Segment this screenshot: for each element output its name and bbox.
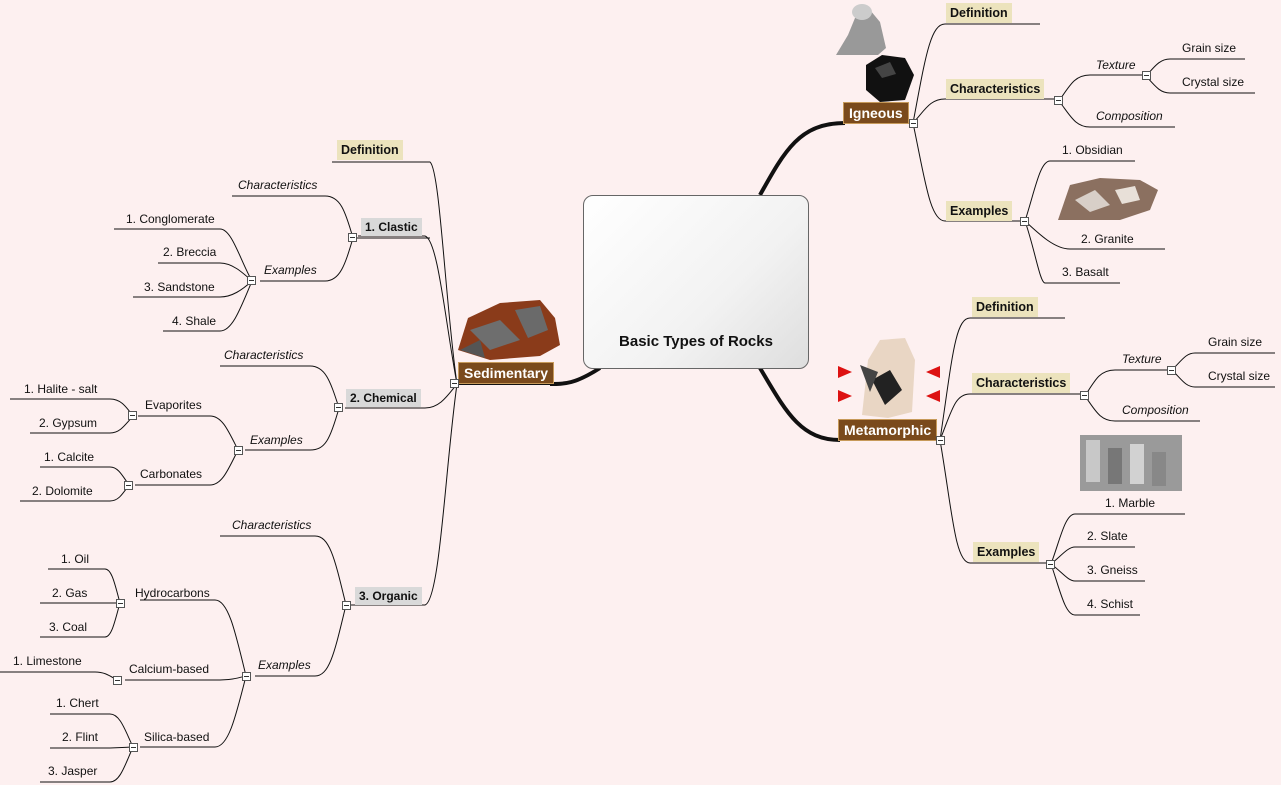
obsidian-granite-image [1058,178,1158,220]
metamorphic-definition[interactable]: Definition [972,297,1038,317]
example-oil[interactable]: 1. Oil [61,552,90,566]
carbonates-toggle[interactable] [124,481,133,490]
igneous-crystal-size[interactable]: Crystal size [1182,75,1245,89]
example-limestone[interactable]: 1. Limestone [13,654,82,668]
chemical-topic[interactable]: 2. Chemical [346,389,421,407]
organic-examples-toggle[interactable] [242,672,251,681]
metamorphic-characteristics-toggle[interactable] [1080,391,1089,400]
sedimentary-definition[interactable]: Definition [337,140,403,160]
example-gypsum[interactable]: 2. Gypsum [39,416,98,430]
example-schist[interactable]: 4. Schist [1087,597,1134,611]
igneous-characteristics-toggle[interactable] [1054,96,1063,105]
silica-based-topic[interactable]: Silica-based [144,730,210,744]
example-flint[interactable]: 2. Flint [62,730,99,744]
evaporites-topic[interactable]: Evaporites [145,398,202,412]
metamorphic-crystal-size[interactable]: Crystal size [1208,369,1271,383]
example-granite[interactable]: 2. Granite [1081,232,1134,246]
metamorphic-composition[interactable]: Composition [1122,403,1189,417]
metamorphic-texture-toggle[interactable] [1167,366,1176,375]
carbonates-topic[interactable]: Carbonates [140,467,203,481]
igneous-definition[interactable]: Definition [946,3,1012,23]
clastic-characteristics[interactable]: Characteristics [238,178,318,192]
example-jasper[interactable]: 3. Jasper [48,764,98,778]
igneous-texture-toggle[interactable] [1142,71,1151,80]
organic-characteristics[interactable]: Characteristics [232,518,312,532]
chemical-collapse-toggle[interactable] [334,403,343,412]
central-topic[interactable]: Basic Types of Rocks [583,195,809,369]
metamorphic-collapse-toggle[interactable] [936,436,945,445]
igneous-examples[interactable]: Examples [946,201,1013,221]
example-coal[interactable]: 3. Coal [49,620,88,634]
sedimentary-rock-image [458,300,560,360]
calcium-based-topic[interactable]: Calcium-based [129,662,210,676]
example-gas[interactable]: 2. Gas [52,586,88,600]
igneous-texture[interactable]: Texture [1096,58,1136,72]
evaporites-toggle[interactable] [128,411,137,420]
igneous-characteristics[interactable]: Characteristics [946,79,1045,99]
example-obsidian[interactable]: 1. Obsidian [1062,143,1123,157]
clastic-examples-toggle[interactable] [247,276,256,285]
example-marble[interactable]: 1. Marble [1105,496,1156,510]
organic-topic[interactable]: 3. Organic [355,587,422,605]
metamorphic-texture[interactable]: Texture [1122,352,1162,366]
example-shale[interactable]: 4. Shale [172,314,217,328]
sedimentary-collapse-toggle[interactable] [450,379,459,388]
organic-examples[interactable]: Examples [258,658,311,672]
metamorphic-examples-toggle[interactable] [1046,560,1055,569]
marble-image [1080,435,1182,491]
chemical-examples[interactable]: Examples [250,433,303,447]
example-chert[interactable]: 1. Chert [56,696,99,710]
igneous-examples-toggle[interactable] [1020,217,1029,226]
metamorphic-grain-size[interactable]: Grain size [1208,335,1263,349]
igneous-rock-image [836,4,914,102]
example-basalt[interactable]: 3. Basalt [1062,265,1109,279]
example-halite[interactable]: 1. Halite - salt [24,382,98,396]
metamorphic-topic[interactable]: Metamorphic [838,419,938,441]
example-slate[interactable]: 2. Slate [1087,529,1128,543]
example-calcite[interactable]: 1. Calcite [44,450,95,464]
example-breccia[interactable]: 2. Breccia [163,245,217,259]
metamorphic-examples[interactable]: Examples [973,542,1040,562]
igneous-grain-size[interactable]: Grain size [1182,41,1237,55]
organic-collapse-toggle[interactable] [342,601,351,610]
calcium-based-toggle[interactable] [113,676,122,685]
metamorphic-rock-image [838,338,940,418]
chemical-characteristics[interactable]: Characteristics [224,348,304,362]
silica-based-toggle[interactable] [129,743,138,752]
example-conglomerate[interactable]: 1. Conglomerate [126,212,215,226]
central-title: Basic Types of Rocks [619,333,773,350]
sedimentary-topic[interactable]: Sedimentary [458,362,555,384]
igneous-composition[interactable]: Composition [1096,109,1163,123]
example-gneiss[interactable]: 3. Gneiss [1087,563,1138,577]
example-sandstone[interactable]: 3. Sandstone [144,280,215,294]
example-dolomite[interactable]: 2. Dolomite [32,484,93,498]
hydrocarbons-topic[interactable]: Hydrocarbons [135,586,210,600]
clastic-topic[interactable]: 1. Clastic [361,218,422,236]
clastic-examples[interactable]: Examples [264,263,317,277]
metamorphic-characteristics[interactable]: Characteristics [972,373,1071,393]
igneous-collapse-toggle[interactable] [909,119,918,128]
chemical-examples-toggle[interactable] [234,446,243,455]
igneous-topic[interactable]: Igneous [843,102,909,124]
hydrocarbons-toggle[interactable] [116,599,125,608]
clastic-collapse-toggle[interactable] [348,233,357,242]
